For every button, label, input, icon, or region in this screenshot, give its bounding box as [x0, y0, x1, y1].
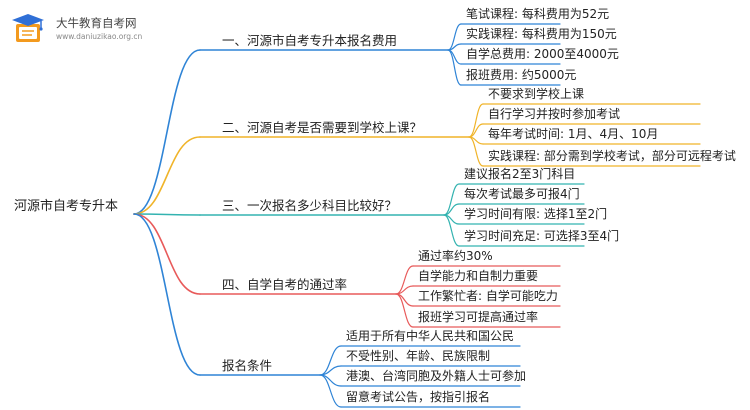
logo-site-url: www.daniuzikao.org.cn — [56, 32, 143, 41]
leaf-5-4-connector — [319, 374, 342, 408]
leaf-4-1: 通过率约30% — [418, 248, 493, 263]
leaf-3-1: 建议报名2至3门科目 — [464, 166, 575, 181]
branch-1-label: 一、河源市自考专升本报名费用 — [222, 33, 397, 48]
leaf-2-2: 自行学习并按时参加考试 — [488, 106, 620, 121]
branch-2-connector — [133, 136, 201, 215]
leaf-3-4: 学习时间充足: 可选择3至4门 — [464, 228, 619, 243]
graduation-book-icon — [12, 14, 44, 42]
branch-5-connector — [133, 213, 201, 376]
leaf-4-4-connector — [395, 293, 414, 328]
leaf-2-1-connector — [468, 103, 484, 138]
leaf-4-4: 报班学习可提高通过率 — [418, 309, 538, 324]
leaf-2-3: 每年考试时间: 1月、4月、10月 — [488, 126, 658, 141]
logo-site-name: 大牛教育自考网 — [56, 16, 137, 30]
leaf-5-1: 适用于所有中华人民共和国公民 — [346, 328, 514, 343]
leaf-4-2: 自学能力和自制力重要 — [418, 268, 538, 283]
leaf-1-3: 自学总费用: 2000至4000元 — [466, 46, 619, 61]
leaf-3-2: 每次考试最多可报4门 — [464, 186, 580, 201]
branch-1-connector — [133, 49, 201, 215]
leaf-3-4-connector — [443, 214, 460, 247]
branch-4-label: 四、自学自考的通过率 — [222, 277, 347, 292]
branch-2-label: 二、河源自考是否需要到学校上课？ — [222, 120, 422, 135]
leaf-2-1: 不要求到学校上课 — [488, 86, 584, 101]
leaf-1-4: 报班费用: 约5000元 — [466, 67, 576, 82]
leaf-5-3: 港澳、台湾同胞及外籍人士可参加 — [346, 368, 526, 383]
root-node-label: 河源市自考专升本 — [14, 198, 118, 214]
leaf-1-1-connector — [447, 23, 462, 51]
mindmap-connectors — [133, 23, 701, 408]
leaf-5-4: 留意考试公告，按指引报名 — [346, 389, 490, 404]
leaf-1-4-connector — [447, 49, 462, 86]
leaf-1-2: 实践课程: 每科费用为150元 — [466, 26, 617, 41]
leaf-3-3: 学习时间有限: 选择1至2门 — [464, 206, 607, 221]
leaf-4-3: 工作繁忙者: 自学可能吃力 — [418, 288, 558, 303]
site-logo[interactable]: 大牛教育自考网 www.daniuzikao.org.cn — [10, 10, 142, 50]
leaf-2-4: 实践课程: 部分需到学校考试，部分可远程考试 — [488, 148, 736, 163]
branch-3-label: 三、一次报名多少科目比较好？ — [222, 198, 397, 213]
leaf-1-1: 笔试课程: 每科费用为52元 — [466, 6, 609, 21]
leaf-5-2: 不受性别、年龄、民族限制 — [346, 349, 490, 363]
branch-3-connector — [133, 213, 201, 216]
mindmap-labels: 河源市自考专升本 一、河源市自考专升本报名费用 二、河源自考是否需要到学校上课？… — [14, 6, 736, 404]
branch-4-connector — [133, 213, 201, 295]
branch-5-label: 报名条件 — [222, 358, 272, 373]
leaf-2-4-connector — [468, 136, 484, 167]
